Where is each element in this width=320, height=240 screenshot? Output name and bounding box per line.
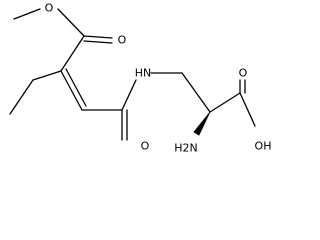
methoxy-o-to-ester-c-bond	[57, 8, 85, 37]
vinyl-double-bond-b	[65, 68, 87, 107]
ester-c-to-vinyl-c-bond	[60, 35, 85, 72]
atom-labels: O O HN O O OH H2N	[45, 2, 272, 155]
ester-c-to-carbonyl-o-bond-a	[83, 35, 113, 39]
amide-nh-label: HN	[135, 67, 152, 80]
amide-c-to-nh-bond	[121, 79, 137, 111]
ester-c-to-carbonyl-o-bond-b	[83, 40, 113, 44]
acid-c-to-oh-bond	[239, 92, 256, 127]
acid-oh-label: OH	[255, 140, 272, 153]
methyl-to-methoxy-o-bond	[13, 8, 41, 20]
alpha-c-to-nh2-wedge-bond	[193, 111, 211, 136]
vinyl-double-bond-a	[60, 70, 83, 111]
molecule-diagram: O O HN O O OH H2N	[9, 2, 272, 155]
acid-o-label: O	[239, 67, 248, 80]
amine-nh2-label: H2N	[174, 142, 198, 155]
ethyl-ch2-to-ch3-bond	[9, 79, 34, 115]
alpha-c-to-acid-c-bond	[209, 92, 241, 113]
amide-o-label: O	[141, 140, 150, 153]
bonds	[9, 8, 256, 141]
ch2-to-alpha-c-bond	[181, 72, 211, 113]
methoxy-o-label: O	[45, 2, 54, 15]
ester-carbonyl-o-label: O	[118, 34, 127, 47]
vinyl-c-to-ethyl-ch2-bond	[32, 70, 62, 81]
